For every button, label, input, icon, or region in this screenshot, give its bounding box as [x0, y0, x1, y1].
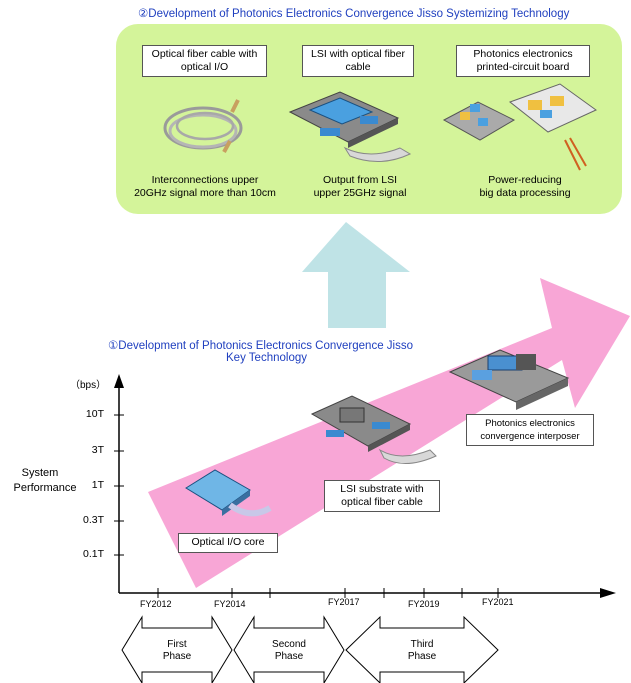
pcb-caption-2: big data processing — [479, 187, 571, 199]
x-tick-label: FY2014 — [214, 599, 246, 609]
y-tick-marks — [114, 414, 124, 556]
optical-io-core-label: Optical I/O core — [178, 533, 278, 553]
key-tech-title-line2: Key Technology — [226, 352, 307, 364]
y-axis-arrowhead — [114, 374, 124, 388]
pcb-label: Photonics electronics printed-circuit bo… — [456, 45, 590, 77]
interposer-label: Photonics electronics convergence interp… — [466, 414, 594, 446]
second-phase-label-2: Phase — [274, 651, 304, 662]
y-tick-label: 10T — [85, 408, 104, 420]
first-phase-label-2: Phase — [162, 651, 192, 662]
third-phase-label-1: Third — [410, 639, 434, 650]
optical-io-core-illustration — [185, 469, 272, 517]
interposer-illustration — [448, 349, 570, 410]
x-tick-label: FY2017 — [328, 597, 360, 607]
y-axis-label-line1: System — [21, 467, 59, 479]
upward-arrow — [302, 222, 410, 328]
y-tick-label: 0.1T — [82, 548, 104, 560]
fiber-cable-caption-1: Interconnections upper — [151, 174, 259, 186]
lsi-fiber-caption-1: Output from LSI — [322, 174, 398, 186]
y-axis-unit: （bps） — [70, 380, 107, 391]
key-tech-title-line1: ①Development of Photonics Electronics Co… — [108, 340, 413, 352]
x-tick-label: FY2021 — [482, 597, 514, 607]
lsi-fiber-label: LSI with optical fiber cable — [302, 45, 414, 77]
third-phase-label-2: Phase — [407, 651, 437, 662]
fiber-cable-caption-2: 20GHz signal more than 10cm — [134, 187, 276, 199]
lsi-fiber-caption-2: upper 25GHz signal — [313, 187, 407, 199]
y-tick-label: 3T — [91, 444, 104, 456]
lsi-substrate-label: LSI substrate with optical fiber cable — [324, 480, 440, 512]
pcb-caption-1: Power-reducing — [488, 174, 562, 186]
y-tick-label: 0.3T — [82, 514, 104, 526]
first-phase-label-1: First — [167, 639, 187, 650]
x-axis-arrowhead — [600, 588, 616, 598]
y-axis-label-line2: Performance — [13, 482, 77, 494]
top-title: ②Development of Photonics Electronics Co… — [138, 8, 570, 20]
y-tick-label: 1T — [91, 479, 104, 491]
second-phase-label-1: Second — [272, 639, 306, 650]
lsi-substrate-illustration — [310, 395, 437, 464]
fiber-cable-label: Optical fiber cable with optical I/O — [142, 45, 267, 77]
x-tick-label: FY2019 — [408, 599, 440, 609]
x-tick-label: FY2012 — [140, 599, 172, 609]
